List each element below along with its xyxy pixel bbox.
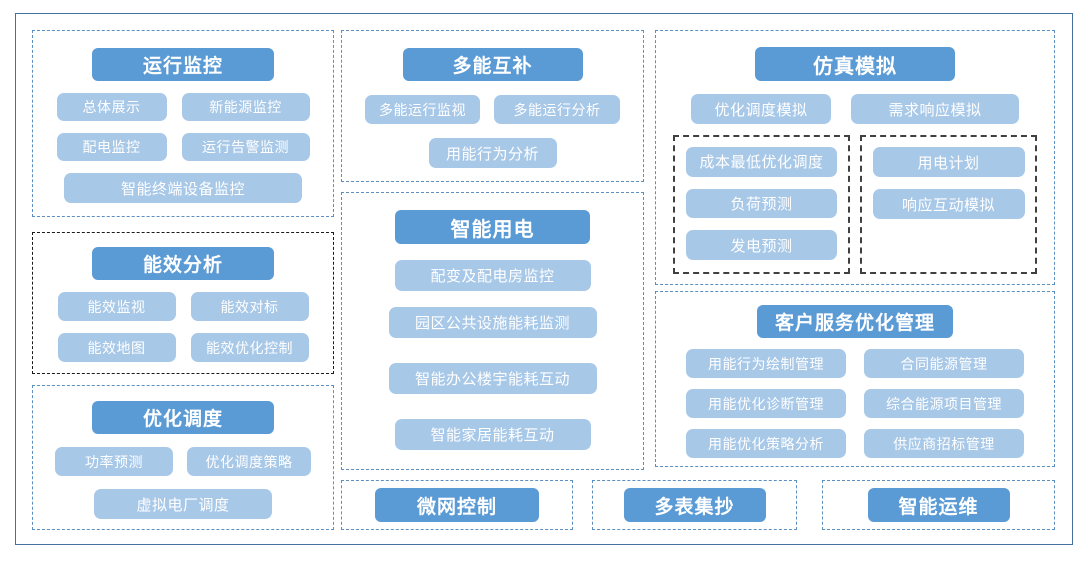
panel-title-smart-electricity: 智能用电 [395, 210, 590, 244]
item-generation-forecast[interactable]: 发电预测 [686, 230, 837, 261]
panel-title-efficiency-analysis: 能效分析 [92, 247, 274, 280]
item-electricity-usage-plan[interactable]: 用电计划 [872, 147, 1025, 177]
item-smart-office-building-energy-interaction[interactable]: 智能办公楼宇能耗互动 [388, 363, 597, 394]
panel-smart-electricity[interactable]: 智能用电 配变及配电房监控 园区公共设施能耗监测 智能办公楼宇能耗互动 智能家居… [341, 192, 644, 470]
panel-title-customer-service-optimization: 客户服务优化管理 [757, 305, 953, 338]
panel-title-operation-monitoring: 运行监控 [92, 48, 274, 81]
panel-title-optimal-dispatch: 优化调度 [92, 401, 274, 434]
item-efficiency-map[interactable]: 能效地图 [57, 333, 176, 362]
panel-microgrid-control[interactable]: 微网控制 [341, 480, 573, 530]
item-multi-energy-operation-analysis[interactable]: 多能运行分析 [494, 95, 620, 124]
panel-smart-om[interactable]: 智能运维 [822, 480, 1055, 530]
panel-customer-service-optimization[interactable]: 客户服务优化管理 用能行为绘制管理 合同能源管理 用能优化诊断管理 综合能源项目… [655, 291, 1055, 467]
item-efficiency-optimization-control[interactable]: 能效优化控制 [190, 333, 309, 362]
panel-title-multi-energy-complementary: 多能互补 [402, 48, 583, 81]
item-optimal-dispatch-simulation[interactable]: 优化调度模拟 [691, 94, 831, 124]
panel-optimal-dispatch[interactable]: 优化调度 功率预测 优化调度策略 虚拟电厂调度 [32, 385, 334, 530]
item-power-forecast[interactable]: 功率预测 [55, 447, 173, 476]
panel-title-multi-meter-reading: 多表集抄 [623, 488, 766, 522]
item-smart-terminal-device-monitoring[interactable]: 智能终端设备监控 [64, 173, 302, 203]
item-energy-usage-behavior-analysis[interactable]: 用能行为分析 [428, 138, 557, 168]
item-energy-optimization-diagnosis-management[interactable]: 用能优化诊断管理 [686, 389, 846, 418]
subpanel-dispatch-forecast[interactable]: 成本最低优化调度 负荷预测 发电预测 [673, 135, 850, 274]
item-optimal-dispatch-strategy[interactable]: 优化调度策略 [187, 447, 311, 476]
panel-title-microgrid-control: 微网控制 [375, 488, 539, 522]
panel-title-simulation: 仿真模拟 [755, 47, 955, 81]
panel-simulation[interactable]: 仿真模拟 优化调度模拟 需求响应模拟 成本最低优化调度 负荷预测 发电预测 用电… [655, 30, 1055, 285]
item-virtual-power-plant-dispatch[interactable]: 虚拟电厂调度 [94, 489, 272, 519]
item-energy-behavior-profiling-management[interactable]: 用能行为绘制管理 [686, 349, 846, 378]
panel-title-smart-om: 智能运维 [867, 488, 1010, 522]
item-contract-energy-management[interactable]: 合同能源管理 [864, 349, 1024, 378]
item-operation-alarm-monitoring[interactable]: 运行告警监测 [181, 133, 310, 161]
item-response-interaction-simulation[interactable]: 响应互动模拟 [872, 189, 1025, 219]
item-overall-display[interactable]: 总体展示 [56, 93, 167, 121]
item-load-forecast[interactable]: 负荷预测 [686, 188, 837, 219]
item-supplier-bidding-management[interactable]: 供应商招标管理 [864, 429, 1024, 458]
diagram-outer-frame [15, 13, 1073, 545]
item-efficiency-benchmarking[interactable]: 能效对标 [190, 292, 309, 321]
panel-efficiency-analysis[interactable]: 能效分析 能效监视 能效对标 能效地图 能效优化控制 [32, 232, 334, 374]
item-efficiency-monitoring[interactable]: 能效监视 [57, 292, 176, 321]
item-demand-response-simulation[interactable]: 需求响应模拟 [851, 94, 1019, 124]
item-smart-home-energy-interaction[interactable]: 智能家居能耗互动 [394, 419, 591, 450]
item-lowest-cost-optimal-dispatch[interactable]: 成本最低优化调度 [686, 147, 837, 177]
panel-multi-meter-reading[interactable]: 多表集抄 [592, 480, 797, 530]
item-energy-optimization-strategy-analysis[interactable]: 用能优化策略分析 [686, 429, 846, 458]
item-park-public-facility-energy-monitoring[interactable]: 园区公共设施能耗监测 [388, 307, 597, 338]
item-transformer-substation-monitoring[interactable]: 配变及配电房监控 [394, 260, 591, 291]
panel-multi-energy-complementary[interactable]: 多能互补 多能运行监视 多能运行分析 用能行为分析 [341, 30, 644, 182]
item-multi-energy-operation-monitoring[interactable]: 多能运行监视 [365, 95, 480, 124]
item-distribution-monitoring[interactable]: 配电监控 [56, 133, 167, 161]
panel-operation-monitoring[interactable]: 运行监控 总体展示 新能源监控 配电监控 运行告警监测 智能终端设备监控 [32, 30, 334, 217]
item-new-energy-monitoring[interactable]: 新能源监控 [181, 93, 310, 121]
item-integrated-energy-project-management[interactable]: 综合能源项目管理 [864, 389, 1024, 418]
subpanel-demand-response[interactable]: 用电计划 响应互动模拟 [860, 135, 1037, 274]
